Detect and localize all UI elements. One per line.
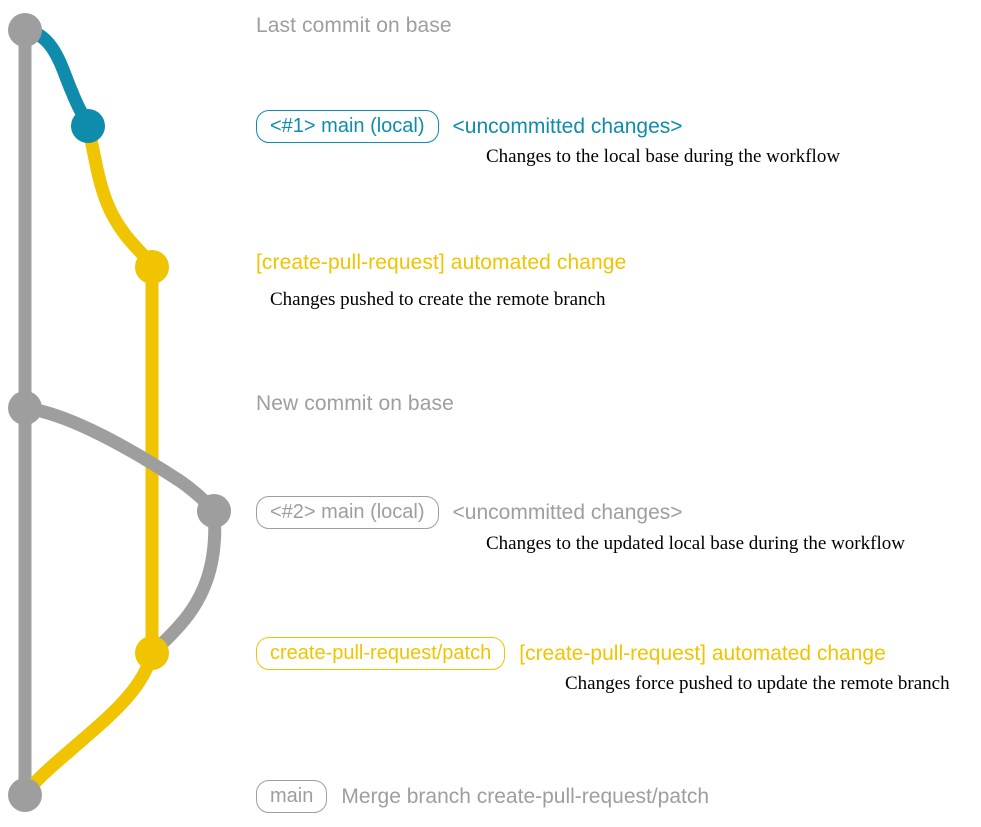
commit-description-remote-1: Changes pushed to create the remote bran… <box>270 289 606 310</box>
commit-caption-base-new: New commit on base <box>256 392 454 415</box>
row-new-commit-on-base: New commit on base <box>256 392 454 416</box>
commit-node-local-2[interactable] <box>197 494 231 528</box>
row-remote-2: create-pull-request/patch [create-pull-r… <box>256 637 886 670</box>
edge-local-1-to-remote-1 <box>81 119 159 274</box>
commit-message-local-2: <uncommitted changes> <box>452 500 683 524</box>
row-last-commit-on-base: Last commit on base <box>256 14 452 38</box>
ref-pill-local-1[interactable]: <#1> main (local) <box>256 110 439 143</box>
commit-node-merge[interactable] <box>8 778 42 812</box>
ref-pill-remote-2[interactable]: create-pull-request/patch <box>256 637 506 670</box>
commit-message-remote-1: [create-pull-request] automated change <box>256 251 627 274</box>
edge-local-2-to-remote-2 <box>145 504 222 660</box>
commit-description-remote-2: Changes force pushed to update the remot… <box>565 673 950 694</box>
commit-message-remote-2: [create-pull-request] automated change <box>519 641 886 665</box>
edge-base-to-local-1 <box>18 23 95 133</box>
commit-node-base-last[interactable] <box>8 13 42 47</box>
commit-node-remote-2[interactable] <box>135 636 169 670</box>
commit-node-local-1[interactable] <box>71 109 105 143</box>
commit-node-base-new[interactable] <box>8 391 42 425</box>
commit-message-local-1: <uncommitted changes> <box>452 114 683 138</box>
commit-node-remote-1[interactable] <box>135 250 169 284</box>
ref-pill-local-2[interactable]: <#2> main (local) <box>256 496 439 529</box>
commit-caption: Last commit on base <box>256 14 452 37</box>
row-local-1: <#1> main (local) <uncommitted changes> <box>256 110 683 143</box>
edge-remote-2-to-merge <box>18 646 159 802</box>
edge-base-new-to-local-2 <box>18 401 221 518</box>
row-remote-1: [create-pull-request] automated change <box>256 251 626 275</box>
commit-description-local-2: Changes to the updated local base during… <box>486 533 905 554</box>
row-merge: main Merge branch create-pull-request/pa… <box>256 780 709 813</box>
row-local-2: <#2> main (local) <uncommitted changes> <box>256 496 683 529</box>
commit-description-local-1: Changes to the local base during the wor… <box>486 146 841 167</box>
ref-pill-main[interactable]: main <box>256 780 328 813</box>
commit-message-merge: Merge branch create-pull-request/patch <box>341 784 710 808</box>
